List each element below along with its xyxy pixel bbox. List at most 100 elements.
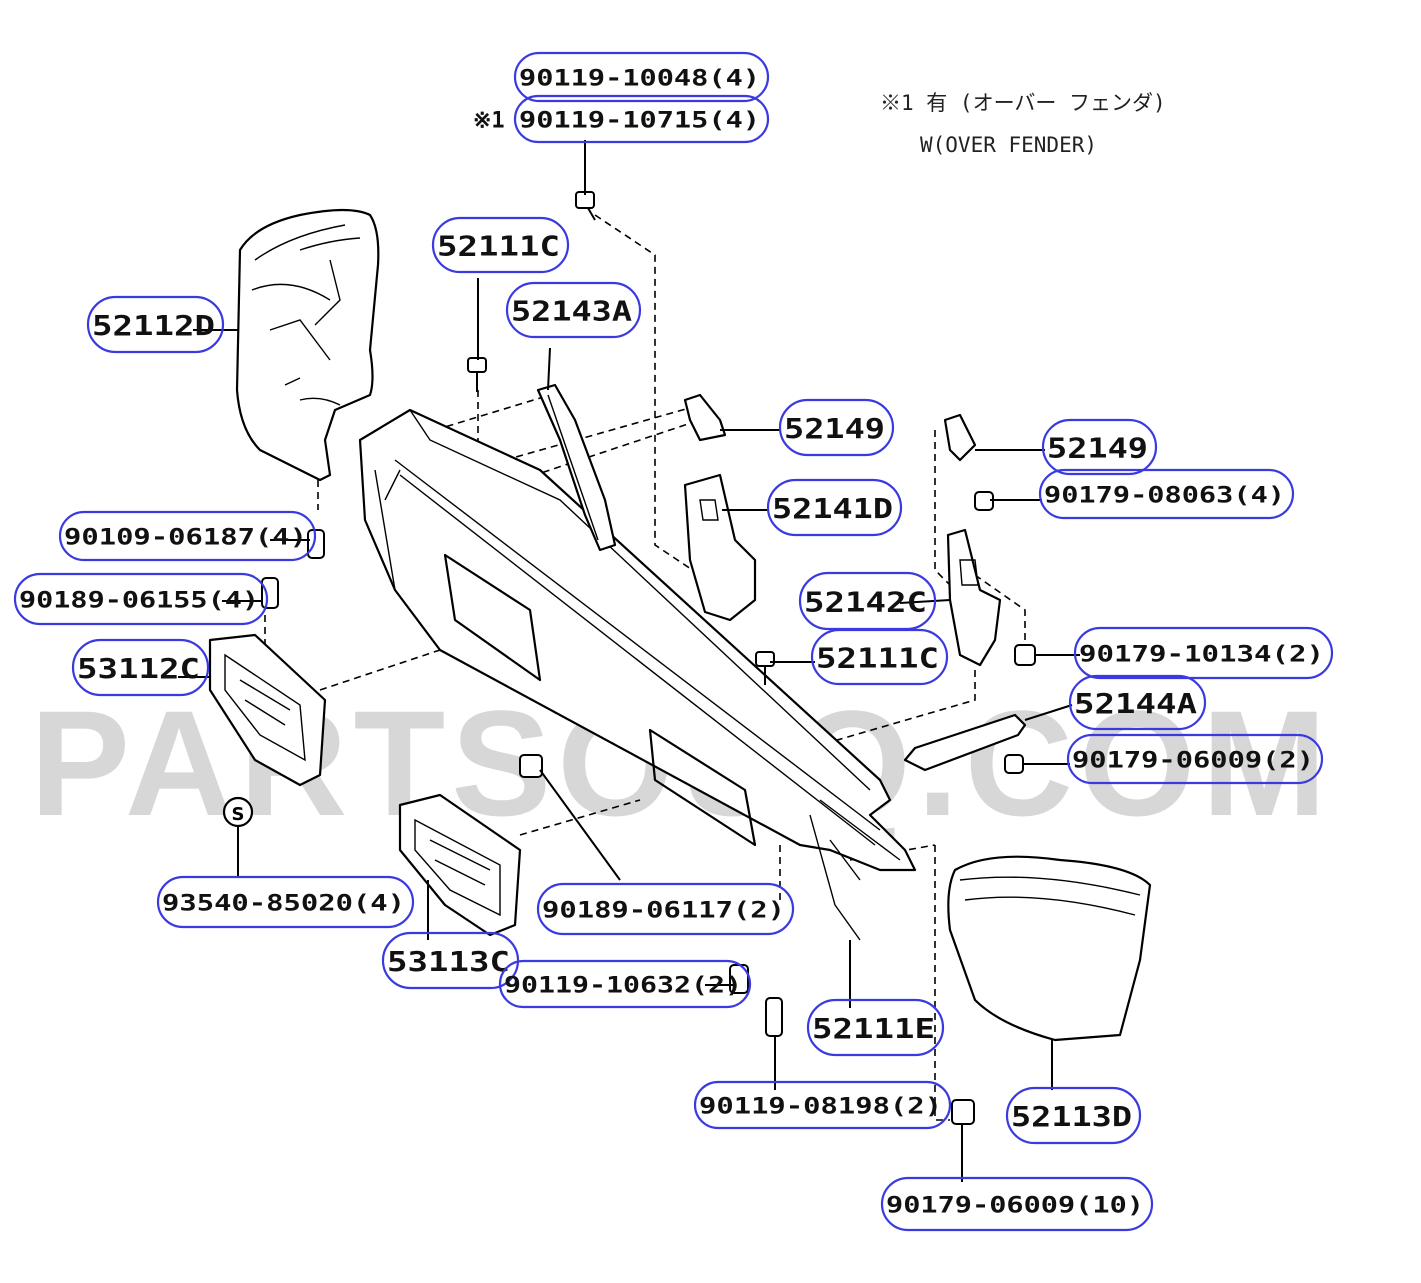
callout-24[interactable]: 52113D xyxy=(1005,1086,1142,1145)
part-number-label[interactable]: 90119-10048(4) xyxy=(519,66,760,91)
callout-10[interactable]: 90109-06187(4) xyxy=(58,510,317,562)
callout-ring[interactable] xyxy=(778,398,895,457)
part-number-label[interactable]: 90179-08063(4) xyxy=(1044,483,1285,508)
callout-13[interactable]: 53112C xyxy=(71,638,210,697)
part-number-label[interactable]: 52144A xyxy=(1074,687,1197,720)
callout-ring[interactable] xyxy=(498,959,752,1009)
part-number-label[interactable]: 52112D xyxy=(92,309,215,342)
callout-20[interactable]: 53113C xyxy=(381,931,520,990)
bracket-52141D xyxy=(683,393,757,622)
part-number-label[interactable]: 90189-06155(4) xyxy=(19,588,259,613)
part-number-label[interactable]: 90179-10134(2) xyxy=(1079,642,1324,667)
callout-ring[interactable] xyxy=(156,875,415,929)
nut-icon xyxy=(951,1099,975,1125)
nut-icon xyxy=(1004,754,1024,774)
callout-23[interactable]: 90119-08198(2) xyxy=(693,1080,952,1130)
callout-6[interactable]: 52149 xyxy=(778,398,895,457)
bolt-icon xyxy=(765,997,783,1037)
callout-22[interactable]: 52111E xyxy=(806,998,945,1057)
callout-ring[interactable] xyxy=(806,998,945,1057)
callout-12[interactable]: 52142C xyxy=(798,571,937,631)
callout-21[interactable]: 90119-10632(2) xyxy=(498,959,752,1009)
part-number-label[interactable]: 52113D xyxy=(1011,1100,1132,1133)
callout-14[interactable]: 52111C xyxy=(810,628,949,686)
bolt-icon xyxy=(467,357,487,392)
bumper-body xyxy=(358,408,917,941)
nut-icon xyxy=(1014,644,1036,666)
callout-1[interactable]: 90119-10048(4) xyxy=(513,51,770,103)
part-number-label[interactable]: 90119-10715(4) xyxy=(519,108,760,133)
stay-52143A xyxy=(536,383,617,552)
callout-ring[interactable] xyxy=(880,1176,1154,1232)
callout-ring[interactable] xyxy=(1038,468,1295,520)
grille-53113C xyxy=(398,793,522,937)
bolt-icon xyxy=(575,191,596,221)
bolt-icon xyxy=(307,529,325,559)
callout-ring[interactable] xyxy=(505,281,642,339)
callout-ring[interactable] xyxy=(766,478,903,537)
callout-ring[interactable] xyxy=(1005,1086,1142,1145)
callout-ring[interactable] xyxy=(58,510,317,562)
callout-ring[interactable] xyxy=(1066,733,1324,785)
callout-ring[interactable] xyxy=(431,216,570,274)
callout-18[interactable]: 93540-85020(4) xyxy=(156,875,415,929)
callout-2[interactable]: 90119-10715(4) ※1 xyxy=(473,94,770,144)
part-number-label[interactable]: 52141D xyxy=(772,492,893,525)
part-number-label[interactable]: 52111C xyxy=(816,642,939,675)
callout-ring[interactable] xyxy=(13,572,269,626)
part-number-label[interactable]: 52111E xyxy=(812,1012,935,1045)
part-number-label[interactable]: 90189-06117(2) xyxy=(542,898,785,923)
standard-part-s-icon: S xyxy=(222,796,254,828)
stay-52144A xyxy=(903,713,1027,772)
svg-text:S: S xyxy=(232,804,245,825)
part-number-label[interactable]: 52111C xyxy=(437,230,560,263)
callout-5[interactable]: 52112D xyxy=(86,295,225,354)
part-number-label[interactable]: 90179-06009(2) xyxy=(1072,748,1314,773)
callout-ring[interactable] xyxy=(1041,418,1158,476)
part-number-label[interactable]: 90109-06187(4) xyxy=(64,525,307,550)
leader-lines xyxy=(178,140,1080,1182)
part-number-label[interactable]: 52142C xyxy=(804,586,927,619)
note-line-1: ※1 有 (オーバー フェンダ) xyxy=(880,91,1166,115)
callout-ring[interactable] xyxy=(513,51,770,103)
callout-ring[interactable] xyxy=(86,295,225,354)
callout-prefix: ※1 xyxy=(473,108,505,133)
part-number-label[interactable]: 53113C xyxy=(387,945,510,978)
left-end-cap-52112D xyxy=(235,208,380,482)
callout-15[interactable]: 90179-10134(2) xyxy=(1073,626,1334,680)
part-number-label[interactable]: 90119-08198(2) xyxy=(699,1094,942,1119)
part-number-label[interactable]: 52149 xyxy=(1047,432,1148,465)
callout-ring[interactable] xyxy=(513,94,770,144)
callout-ring[interactable] xyxy=(536,882,795,936)
part-number-label[interactable]: 93540-85020(4) xyxy=(162,891,405,916)
part-number-label[interactable]: 52149 xyxy=(784,412,885,445)
callout-16[interactable]: 52144A xyxy=(1068,674,1207,731)
callout-25[interactable]: 90179-06009(10) xyxy=(880,1176,1154,1232)
callout-9[interactable]: 52141D xyxy=(766,478,903,537)
grille-53112C xyxy=(208,633,327,787)
callout-11[interactable]: 90189-06155(4) xyxy=(13,572,269,626)
part-number-label[interactable]: 52143A xyxy=(511,295,632,328)
callout-ring[interactable] xyxy=(1068,674,1207,731)
part-number-label[interactable]: 90179-06009(10) xyxy=(886,1193,1144,1218)
callout-19[interactable]: 90189-06117(2) xyxy=(536,882,795,936)
bracket-52142C xyxy=(943,413,1002,667)
callout-ring[interactable] xyxy=(71,638,210,697)
callout-ring[interactable] xyxy=(693,1080,952,1130)
callout-3[interactable]: 52111C xyxy=(431,216,570,274)
part-number-label[interactable]: 53112C xyxy=(77,652,200,685)
bolt-icon xyxy=(261,577,279,609)
part-number-callouts: 90119-10048(4) 90119-10715(4) ※1 52111C 5214… xyxy=(13,51,1334,1232)
callout-ring[interactable] xyxy=(810,628,949,686)
callout-4[interactable]: 52143A xyxy=(505,281,642,339)
bolt-icon xyxy=(755,651,775,685)
nut-icon xyxy=(519,754,543,778)
callout-17[interactable]: 90179-06009(2) xyxy=(1066,733,1324,785)
callout-8[interactable]: 90179-08063(4) xyxy=(1038,468,1295,520)
callout-7[interactable]: 52149 xyxy=(1041,418,1158,476)
part-number-label[interactable]: 90119-10632(2) xyxy=(504,973,742,998)
callout-ring[interactable] xyxy=(1073,626,1334,680)
oversize-note: ※1 有 (オーバー フェンダ) W(OVER FENDER) xyxy=(880,91,1166,157)
